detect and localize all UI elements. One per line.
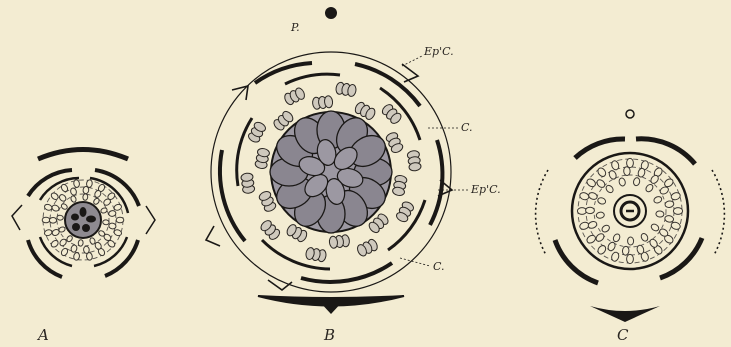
stamen-anther	[116, 217, 124, 223]
stamen-anther	[49, 217, 56, 223]
stamen-anther	[627, 254, 634, 263]
stamen-anther	[656, 211, 665, 218]
stamen-cluster	[241, 172, 256, 193]
stamen-anther	[622, 246, 629, 255]
diagram-b-axis-dot	[325, 7, 337, 19]
diagram-a-caption: A	[36, 326, 49, 344]
stamen-anther	[102, 220, 109, 225]
stamen-anther	[73, 179, 80, 187]
stamen-anther	[673, 208, 682, 215]
diagram-b-label-c-top: C.	[461, 121, 473, 134]
stamen-cluster	[407, 150, 422, 171]
stamen-anther	[623, 166, 630, 175]
stamen-anther	[596, 212, 605, 219]
stamen-anther	[586, 207, 595, 214]
stamen-anther	[78, 239, 83, 246]
stamen-cluster	[329, 234, 350, 248]
diagram-b-label-p: P.	[290, 21, 300, 34]
stamen-anther	[83, 246, 89, 254]
diagram-c-caption: C	[617, 326, 629, 344]
diagram-b-label-epc-top: Ep'C.	[423, 45, 454, 58]
diagram-b-gynoecium	[270, 111, 392, 233]
stamen-anther	[57, 215, 64, 220]
stamen-anther	[628, 237, 634, 245]
stamen-anther	[83, 186, 89, 194]
stamen-anther	[83, 194, 88, 201]
diagram-b-label-c-bottom: C.	[433, 260, 445, 273]
stamen-cluster	[312, 95, 333, 109]
diagram-b-label-epc-mid: Ep'C.	[470, 183, 501, 196]
stamen-anther	[42, 217, 50, 223]
diagram-b-caption: B	[323, 326, 335, 344]
stamen-anther	[73, 252, 80, 260]
stamen-anther	[627, 158, 634, 167]
